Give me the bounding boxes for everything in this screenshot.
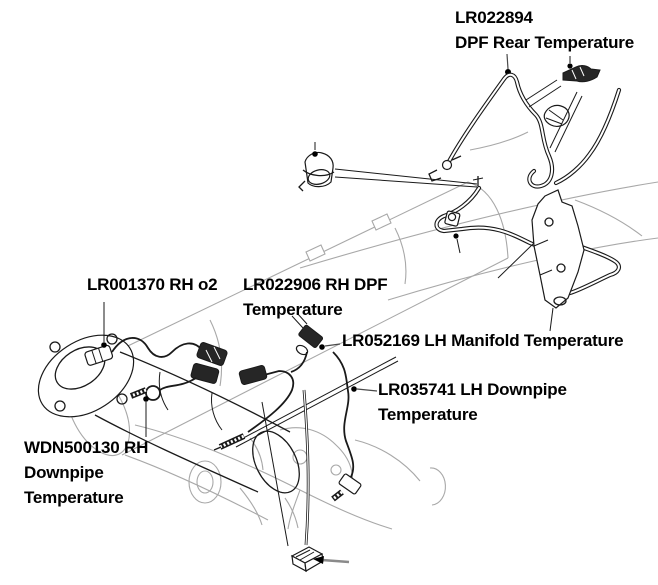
label-line: LR052169 LH Manifold Temperature [342, 331, 624, 350]
label-line: LR035741 LH Downpipe [378, 380, 567, 399]
mid-harness-and-bracket [434, 176, 621, 332]
front-pipe-and-sensors [37, 302, 300, 494]
rh-downpipe-temp-sensor [129, 377, 197, 437]
lh-manifold-temp-probe [213, 351, 308, 451]
label-lh-downpipe-temperature: LR035741 LH Downpipe Temperature [378, 377, 567, 427]
label-rh-o2-sensor: LR001370 RH o2 [87, 272, 218, 297]
bottom-connector-box [290, 546, 350, 573]
o2-sensor [84, 344, 114, 366]
label-line: WDN500130 RH [24, 438, 149, 457]
label-line: Temperature [378, 405, 478, 424]
label-line: Temperature [243, 300, 343, 319]
o2-connector [190, 342, 228, 384]
label-line: LR022906 RH DPF [243, 275, 388, 294]
mounting-bracket [531, 189, 585, 332]
label-line: DPF Rear Temperature [455, 33, 634, 52]
dpf-rear-sensor-boss [428, 155, 462, 182]
label-rh-dpf-temperature: LR022906 RH DPF Temperature [243, 272, 388, 322]
lh-downpipe-temp-sensor [331, 351, 378, 502]
label-line: Temperature [24, 488, 124, 507]
label-rh-downpipe-temperature: WDN500130 RH Downpipe Temperature [24, 435, 148, 510]
dpf-rear-temp-harness [428, 53, 622, 189]
label-line: LR022894 [455, 8, 533, 27]
center-sensor-cluster [213, 312, 399, 547]
harness-clamp [444, 210, 461, 254]
rh-dpf-temp-cap-icon [298, 142, 478, 192]
label-lh-manifold-temperature: LR052169 LH Manifold Temperature [342, 328, 624, 353]
label-line: Downpipe [24, 463, 104, 482]
label-dpf-rear-temperature: LR022894 DPF Rear Temperature [455, 5, 634, 55]
background-structure [65, 131, 658, 530]
harness-connector-upper [562, 56, 601, 83]
label-line: LR001370 RH o2 [87, 275, 218, 294]
